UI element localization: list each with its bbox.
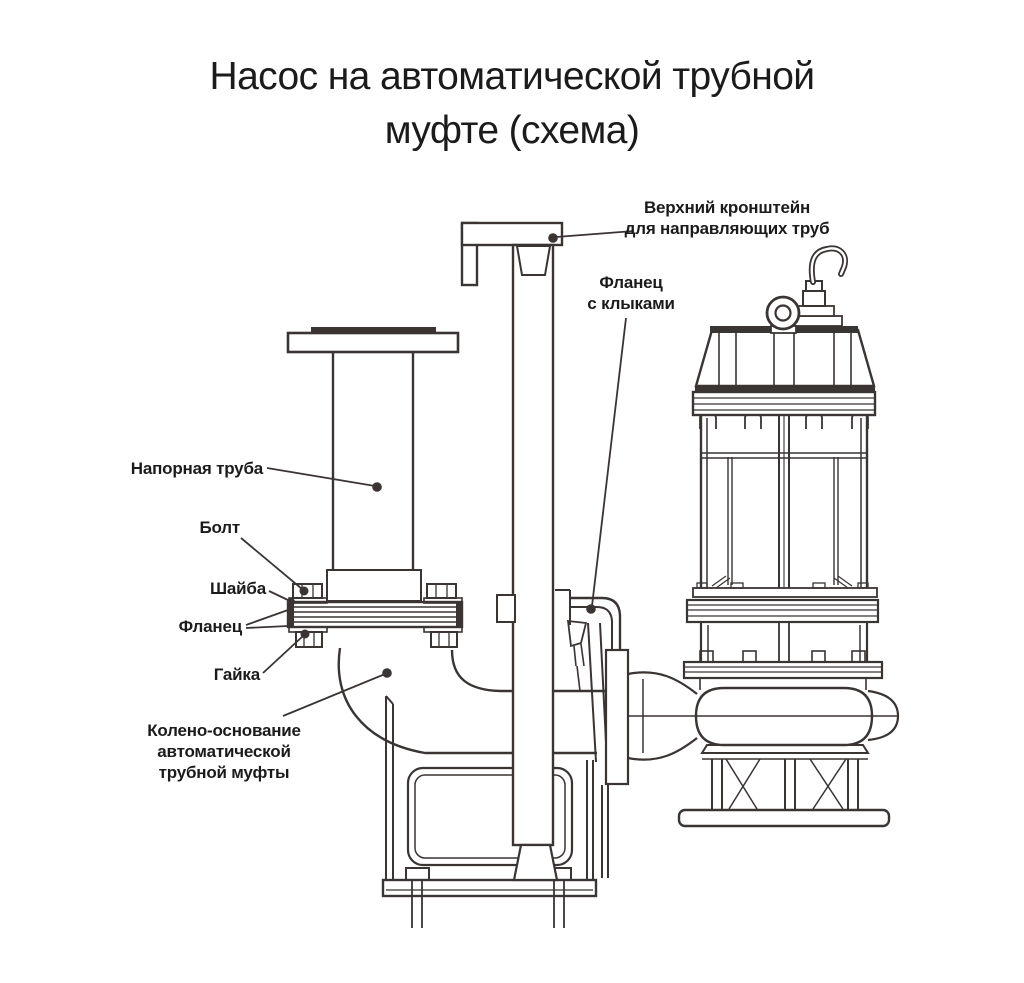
label-elbow-base: Колено-основание автоматической трубной … — [147, 720, 301, 783]
bolt-left — [288, 583, 328, 604]
leader-lines — [240, 230, 635, 717]
label-nut: Гайка — [213, 665, 260, 684]
pump-stand — [677, 744, 891, 828]
upper-bracket — [460, 221, 564, 247]
flange-joint — [286, 583, 464, 648]
bolt-right — [423, 583, 463, 604]
page-title-line1: Насос на автоматической трубной — [209, 55, 816, 98]
page-title: Насос на автоматической трубной муфте (с… — [0, 50, 1024, 158]
leader-flange — [245, 609, 289, 629]
leader-dot — [300, 629, 310, 639]
leader-pressure-pipe — [266, 467, 376, 487]
submersible-pump — [627, 245, 900, 828]
label-claw-flange-line1: Фланец — [599, 273, 663, 292]
leader-dot — [382, 668, 392, 678]
anchor-bolt-left — [405, 867, 430, 928]
label-elbow-base-line1: Колено-основание — [147, 721, 301, 740]
leader-elbow-base — [282, 673, 386, 717]
top-cap — [694, 326, 876, 392]
label-flange: Фланец — [178, 617, 243, 636]
label-upper-bracket-line1: Верхний кронштейн — [643, 198, 811, 217]
leader-dot — [548, 233, 558, 243]
motor-body — [699, 415, 869, 589]
label-claw-flange-line2: с клыками — [587, 294, 675, 313]
guide-column — [460, 221, 564, 882]
leader-nut — [262, 635, 304, 674]
label-washer: Шайба — [210, 579, 266, 598]
leader-washer — [268, 590, 291, 602]
nut-right — [423, 626, 463, 648]
leader-dot — [287, 598, 295, 606]
label-claw-flange: Фланец с клыками — [587, 272, 675, 314]
label-elbow-base-line3: трубной муфты — [158, 763, 290, 782]
guide-rail — [511, 243, 555, 847]
leader-claw-flange — [591, 317, 627, 607]
page-title-line2: муфте (схема) — [384, 109, 640, 152]
cable-gland — [787, 280, 843, 327]
cable-hook — [808, 245, 848, 285]
label-upper-bracket: Верхний кронштейн для направляющих труб — [625, 197, 830, 239]
pressure-pipe — [286, 327, 464, 648]
pump-base-plate — [677, 808, 891, 828]
elbow-base — [337, 647, 609, 928]
leader-dot — [299, 586, 309, 596]
guide-clamp — [496, 594, 516, 623]
column-foot — [512, 843, 559, 882]
leader-dot — [372, 482, 382, 492]
volute-casing — [628, 678, 900, 747]
lifting-eye — [765, 295, 801, 334]
label-upper-bracket-line2: для направляющих труб — [624, 219, 830, 238]
leader-dot — [586, 604, 596, 614]
claw-flange — [555, 589, 630, 786]
label-elbow-base-line2: автоматической — [157, 742, 291, 761]
label-pressure-pipe: Напорная труба — [130, 459, 263, 478]
label-bolt: Болт — [199, 518, 240, 537]
leader-upper-bracket — [555, 230, 635, 238]
leader-bolt — [240, 537, 303, 590]
